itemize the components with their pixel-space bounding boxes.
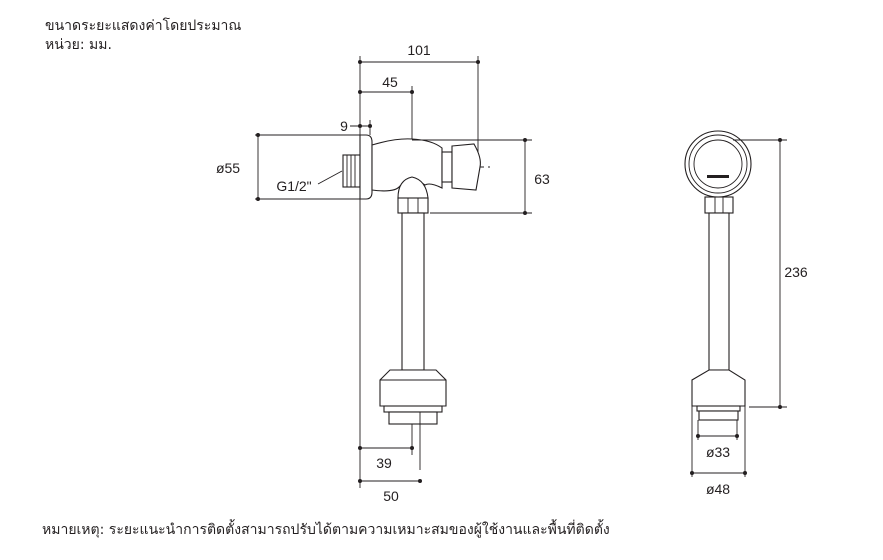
front-view-labels: 236 ø33 ø48	[706, 264, 808, 497]
dim-45: 45	[382, 74, 398, 90]
dim-outlet-outer: ø48	[706, 481, 730, 497]
dim-236: 236	[784, 264, 808, 280]
dim-thread: G1/2"	[276, 178, 311, 194]
side-view	[255, 56, 532, 488]
dim-flange-diameter: ø55	[216, 160, 240, 176]
header-title: ขนาดระยะแสดงค่าโดยประมาณ	[45, 18, 242, 34]
dim-63: 63	[534, 171, 550, 187]
brand-logo	[707, 175, 729, 178]
side-view-labels: 101 45 9 ø55 G1/2" 63 39 50	[216, 42, 550, 504]
dim-50: 50	[383, 488, 399, 504]
front-view	[684, 130, 787, 477]
dim-9: 9	[340, 118, 348, 134]
unit-label: หน่วย: มม.	[45, 37, 112, 53]
dim-101: 101	[407, 42, 431, 58]
dim-39: 39	[376, 455, 392, 471]
installation-note: หมายเหตุ: ระยะแนะนำการติดตั้งสามารถปรับไ…	[42, 522, 610, 538]
dim-outlet-inner: ø33	[706, 444, 730, 460]
